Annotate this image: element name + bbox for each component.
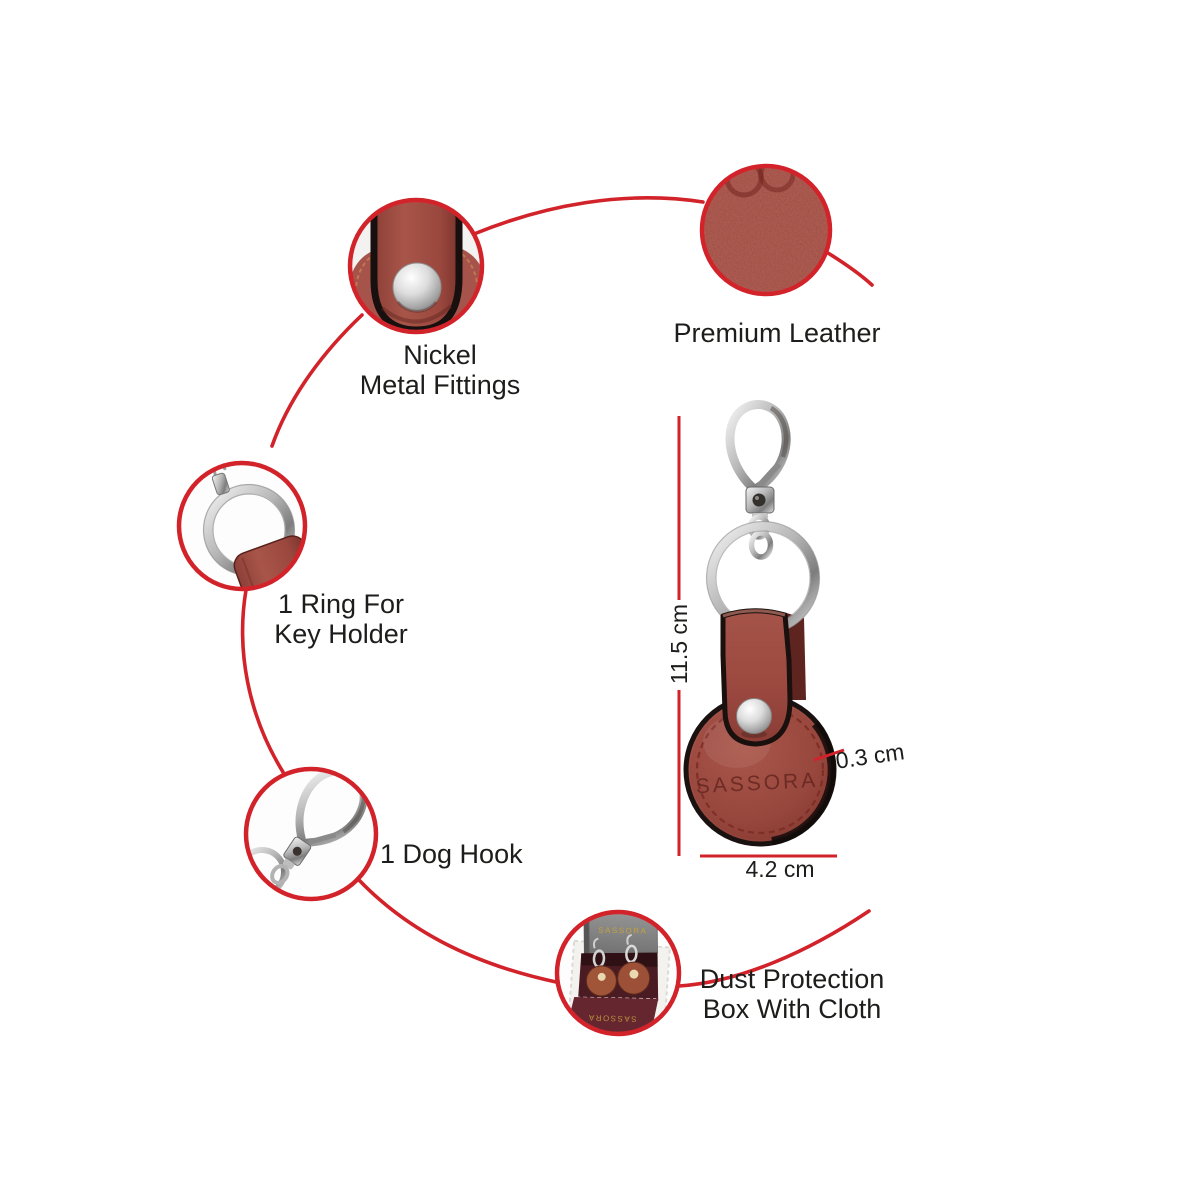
dimension-lines — [677, 416, 845, 858]
product-stud — [736, 698, 772, 734]
key-ring-label: 1 Ring For Key Holder — [240, 589, 442, 649]
keychain-product: SASSORA — [683, 400, 837, 847]
nickel-label-line2: Metal Fittings — [359, 370, 521, 400]
dust-box-label-line1: Dust Protection — [699, 964, 885, 994]
ring-callout-border — [176, 460, 308, 592]
key-ring-closeup — [181, 465, 303, 587]
leather-callout-border — [699, 163, 833, 297]
hook-callout-border — [243, 766, 379, 902]
dust-box-label: Dust Protection Box With Cloth — [670, 964, 914, 1024]
width-dimension-label: 4.2 cm — [745, 856, 815, 882]
connector-curves — [240, 196, 874, 988]
dog-hook-label: 1 Dog Hook — [380, 839, 523, 869]
leather-texture-closeup — [704, 168, 828, 292]
box-lid-brand-text: SASSORA — [598, 926, 647, 936]
nickel-label-line1: Nickel — [403, 340, 477, 370]
nickel-label: Nickel Metal Fittings — [320, 340, 560, 400]
dust-box-label-line2: Box With Cloth — [702, 994, 882, 1024]
premium-leather-label: Premium Leather — [673, 318, 881, 348]
nickel-callout-border — [347, 197, 485, 335]
height-dimension-label: 11.5 cm — [666, 603, 692, 685]
boxed-keychain-right — [617, 933, 651, 995]
box-callout-border — [554, 909, 682, 1037]
key-ring-label-line2: Key Holder — [274, 619, 408, 649]
box-cloth-brand-text: SASSORA — [587, 1013, 636, 1024]
boxed-keychain-left — [585, 937, 617, 997]
key-ring-label-line1: 1 Ring For — [277, 589, 405, 619]
nickel-stud — [392, 262, 442, 312]
